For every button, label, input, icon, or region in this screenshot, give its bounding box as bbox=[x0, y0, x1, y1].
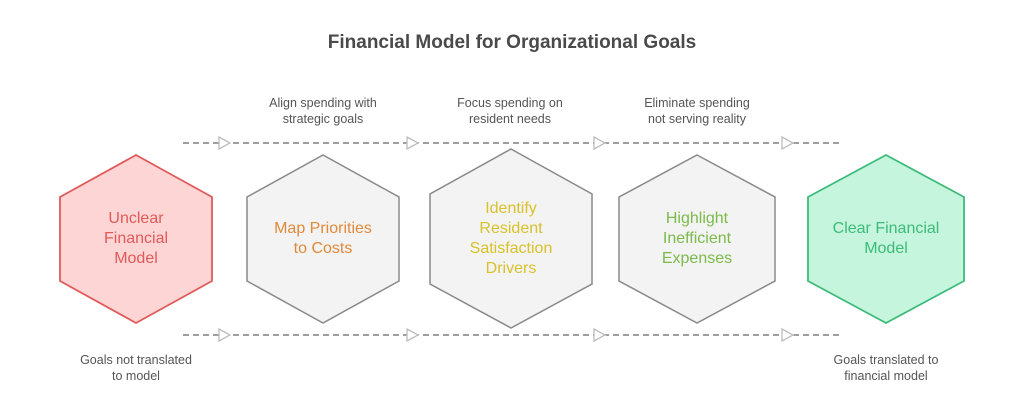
hexagon-node-step-1 bbox=[246, 154, 400, 324]
hexagon-node-end bbox=[807, 153, 965, 325]
arrow-right-icon bbox=[593, 327, 607, 343]
arrow-right-icon bbox=[781, 135, 795, 151]
arrow-right-icon bbox=[406, 327, 420, 343]
arrow-right-icon bbox=[218, 327, 232, 343]
hexagon-node-start bbox=[59, 153, 213, 325]
hexagon-node-step-2 bbox=[429, 148, 593, 329]
arrow-right-icon bbox=[218, 135, 232, 151]
arrow-right-icon bbox=[593, 135, 607, 151]
arrow-right-icon bbox=[781, 327, 795, 343]
hexagon-node-step-3 bbox=[618, 154, 776, 324]
arrow-right-icon bbox=[406, 135, 420, 151]
diagram-title: Financial Model for Organizational Goals bbox=[327, 32, 697, 53]
